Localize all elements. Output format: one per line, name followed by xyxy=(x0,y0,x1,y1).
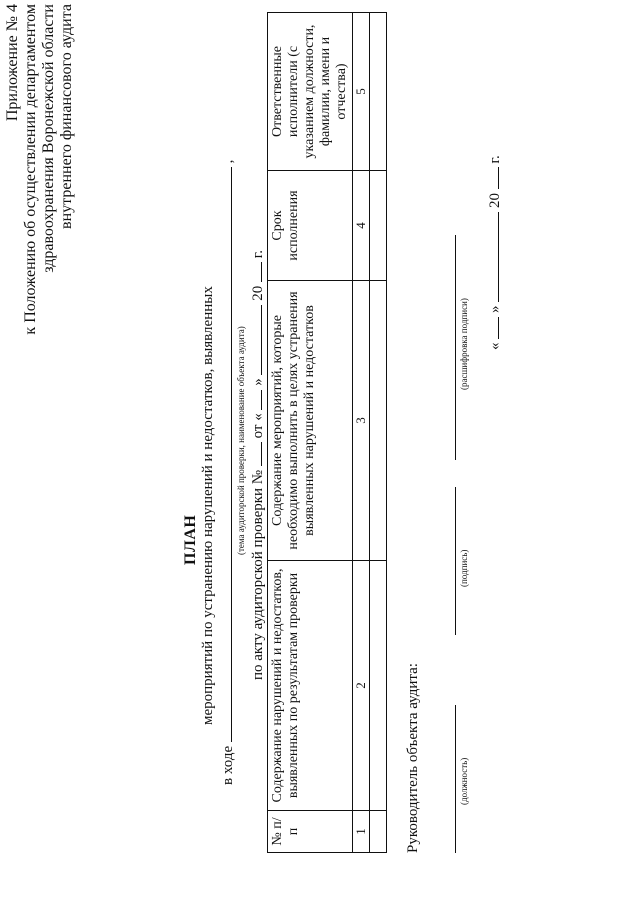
footer-month-field[interactable] xyxy=(485,211,499,302)
column-number: 2 xyxy=(352,560,370,811)
act-row: по акту аудиторской проверки № от « » 20… xyxy=(248,250,267,680)
document-subtitle: мероприятий по устранению нарушений и не… xyxy=(200,286,216,725)
appendix-line: внутреннего финансового аудита xyxy=(58,4,75,229)
act-month-field[interactable] xyxy=(248,304,262,375)
table-cell[interactable] xyxy=(369,810,387,853)
header-measures: Содержание мероприятий, которые необходи… xyxy=(267,280,353,561)
topic-field[interactable] xyxy=(218,167,232,743)
header-number: № п/п xyxy=(267,810,353,853)
act-label: по акту аудиторской проверки № xyxy=(250,469,266,680)
position-caption: (должность) xyxy=(459,757,469,805)
position-line[interactable] xyxy=(455,705,456,853)
plan-table: № п/п Содержание нарушений и недостатков… xyxy=(267,12,387,853)
header-deadline: Срок исполнения xyxy=(267,170,353,281)
comma: , xyxy=(220,159,236,164)
table-cell[interactable] xyxy=(369,170,387,281)
topic-caption: (тема аудиторской проверки, наименование… xyxy=(236,326,246,555)
footer-year-field[interactable] xyxy=(485,167,499,190)
table-cell[interactable] xyxy=(369,560,387,811)
quote-close: » xyxy=(250,378,266,386)
year-prefix: 20 xyxy=(250,285,266,301)
footer-year-suffix: г. xyxy=(487,155,503,164)
column-number: 5 xyxy=(352,12,370,171)
signature-line[interactable] xyxy=(455,487,456,635)
act-year-field[interactable] xyxy=(248,262,262,283)
header-violations: Содержание нарушений и недостатков, выяв… xyxy=(267,560,353,811)
date-open-quote: « xyxy=(487,342,503,351)
appendix-number: Приложение № 4 xyxy=(4,4,21,122)
column-number: 3 xyxy=(352,280,370,561)
year-suffix: г. xyxy=(250,250,266,259)
table-number-row: 1 2 3 4 5 xyxy=(352,12,370,853)
in-course-row: в ходе , xyxy=(218,160,237,785)
appendix-line: здравоохранения Воронежской области xyxy=(40,4,57,273)
table-row xyxy=(369,12,387,853)
appendix-line: к Положению об осуществлении департамент… xyxy=(22,4,39,335)
appendix-block: Приложение № 4 к Положению об осуществле… xyxy=(4,4,76,404)
table-cell[interactable] xyxy=(369,280,387,561)
audit-head-label: Руководитель объекта аудита: xyxy=(405,663,421,853)
in-course-label: в ходе xyxy=(220,745,236,785)
footer-date-row: « » 20 г. xyxy=(485,155,504,350)
document-title: ПЛАН xyxy=(182,514,199,565)
decode-caption: (расшифровка подписи) xyxy=(459,298,469,390)
signature-caption: (подпись) xyxy=(459,549,469,587)
footer-year-prefix: 20 xyxy=(487,193,503,208)
column-number: 4 xyxy=(352,170,370,281)
act-number-field[interactable] xyxy=(248,442,262,467)
act-day-field[interactable] xyxy=(248,389,262,410)
from-label: от « xyxy=(250,413,266,439)
table-header-row: № п/п Содержание нарушений и недостатков… xyxy=(267,12,353,853)
column-number: 1 xyxy=(352,810,370,853)
footer-day-field[interactable] xyxy=(485,316,499,339)
header-responsible: Ответственные исполнители (с указанием д… xyxy=(267,12,353,171)
table-cell[interactable] xyxy=(369,12,387,171)
decode-line[interactable] xyxy=(455,235,456,460)
date-close-quote: » xyxy=(487,305,503,314)
